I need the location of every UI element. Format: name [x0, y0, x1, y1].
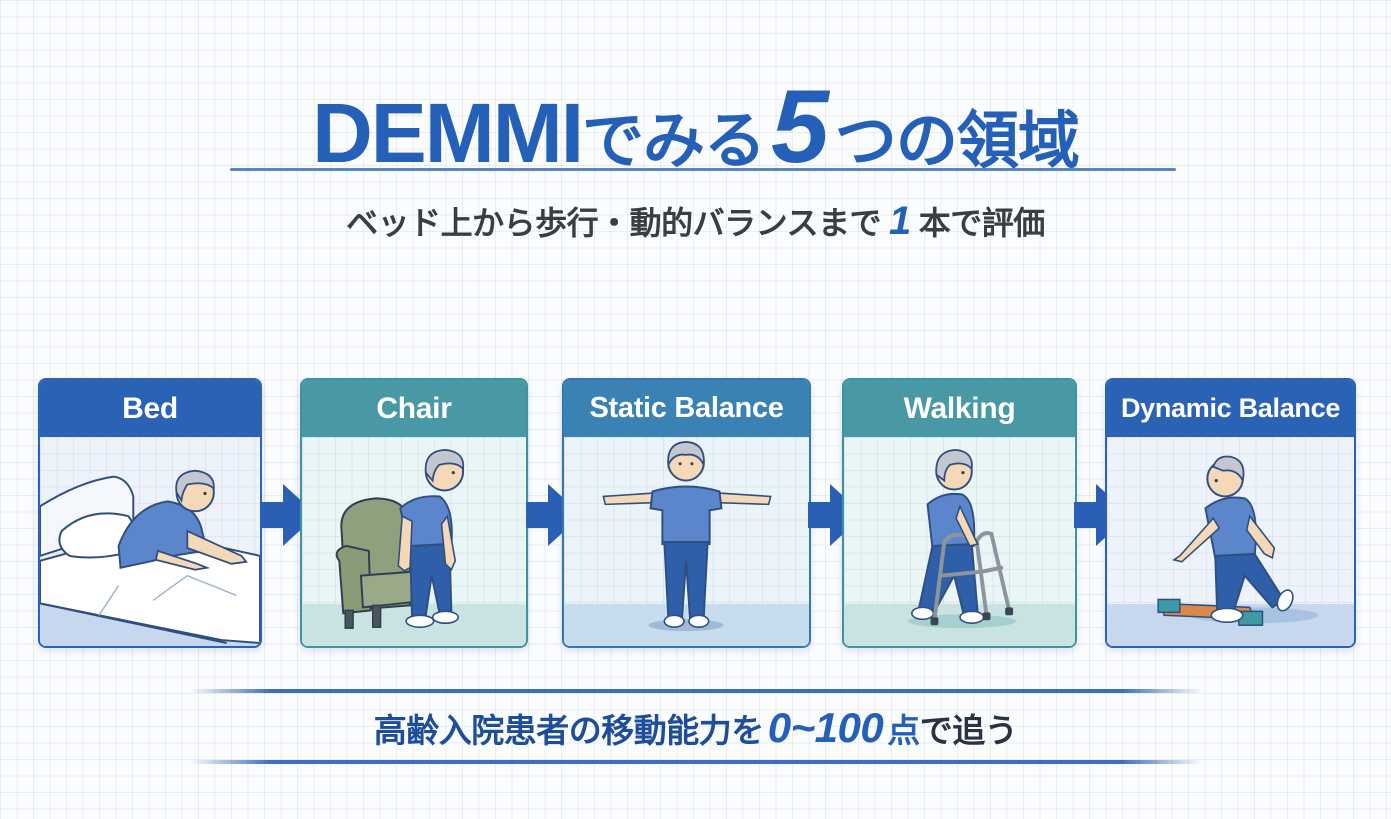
- tagline-score-range: 0~100: [767, 704, 884, 751]
- panel-header: Dynamic Balance: [1107, 380, 1354, 437]
- patient-standing-arms-out-icon: [602, 441, 772, 632]
- panel-illustration: [302, 437, 526, 646]
- tagline-pre: 高齢入院患者の移動能力を: [373, 711, 765, 750]
- subtitle-pre: ベッド上から歩行・動的バランスまで: [346, 204, 882, 242]
- title-underline: [230, 168, 1176, 171]
- page-title: DEMMIでみる5つの領域: [0, 68, 1391, 187]
- panel-header: Bed: [40, 380, 260, 437]
- panel-illustration: [844, 437, 1075, 646]
- subtitle-number: 1: [889, 199, 911, 243]
- panel-header: Static Balance: [564, 380, 809, 437]
- domain-panel-dynamic-balance: Dynamic Balance: [1105, 378, 1356, 648]
- panel-illustration: [564, 437, 809, 646]
- tagline-top-rule: [190, 689, 1202, 693]
- title-de-miru: でみる: [582, 104, 766, 177]
- domain-panel-chair: Chair: [300, 378, 528, 648]
- tagline-bottom-rule: [190, 760, 1202, 764]
- panel-illustration: [40, 437, 260, 646]
- patient-stepping-over-beam-icon: [1157, 455, 1319, 626]
- patient-walking-with-walker-icon: [907, 448, 1017, 629]
- domain-panel-bed: Bed: [38, 378, 262, 648]
- tagline-unit: 点: [887, 711, 920, 750]
- title-number: 5: [771, 69, 829, 185]
- panel-header: Walking: [844, 380, 1075, 437]
- patient-getting-out-of-bed-icon: [40, 469, 260, 646]
- tagline-post: で追う: [919, 711, 1018, 750]
- panel-illustration: [1107, 437, 1354, 646]
- arrow-right-icon: [526, 484, 582, 546]
- panel-header: Chair: [302, 380, 526, 437]
- title-demmi: DEMMI: [312, 86, 584, 180]
- arrow-right-icon: [808, 484, 864, 546]
- title-domains: つの領域: [834, 104, 1080, 177]
- domain-panel-static-balance: Static Balance: [562, 378, 811, 648]
- arrow-right-icon: [261, 484, 317, 546]
- arrow-right-icon: [1074, 484, 1130, 546]
- patient-rising-from-chair-icon: [335, 448, 465, 629]
- subtitle-post: 本で評価: [918, 204, 1046, 242]
- domain-panel-walking: Walking: [842, 378, 1077, 648]
